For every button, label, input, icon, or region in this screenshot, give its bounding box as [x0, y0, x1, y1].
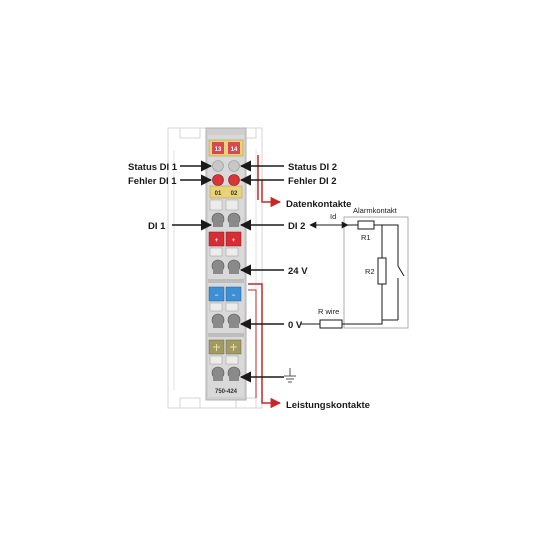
ground-icon: [284, 368, 296, 383]
di-terminals: [209, 199, 241, 227]
status-led-2: [228, 160, 240, 172]
label-r2: R2: [365, 267, 375, 276]
label-r1: R1: [361, 233, 371, 242]
label-fehler-di2: Fehler DI 2: [288, 176, 337, 187]
power-contacts-line: [248, 283, 282, 409]
error-led-1: [212, 174, 224, 186]
status-led-1: [212, 160, 224, 172]
minus-terminal-block: − −: [208, 286, 242, 328]
plus-sign-1: +: [215, 238, 219, 244]
label-datenkontakte: Datenkontakte: [286, 199, 351, 210]
resistor-r2: [377, 257, 387, 285]
channel-number-02: 02: [231, 191, 238, 197]
data-contacts-line: [257, 155, 282, 208]
terminal-number-label: 13 14: [208, 139, 244, 157]
terminal-number-14: 14: [231, 147, 238, 153]
label-status-di2: Status DI 2: [288, 162, 337, 173]
label-alarmkontakt: Alarmkontakt: [353, 206, 398, 215]
label-0v: 0 V: [288, 320, 303, 331]
minus-sign-1: −: [215, 293, 219, 299]
module-model-number: 750-424: [215, 389, 238, 395]
label-id: Id: [330, 212, 336, 221]
resistor-r-wire: [319, 319, 343, 329]
label-fehler-di1: Fehler DI 1: [128, 176, 177, 187]
channel-label: 01 02: [209, 185, 243, 199]
error-led-2: [228, 174, 240, 186]
label-r-wire: R wire: [318, 307, 339, 316]
label-di1: DI 1: [148, 221, 166, 232]
channel-number-01: 01: [215, 191, 222, 197]
alarm-switch: [397, 258, 405, 320]
ground-terminal-block: [208, 339, 242, 381]
label-di2: DI 2: [288, 221, 305, 232]
alarm-circuit: Id R1 Alarmkontakt R2 R wire: [300, 206, 409, 329]
label-status-di1: Status DI 1: [128, 162, 178, 173]
plus-terminal-block: + +: [208, 231, 242, 274]
label-leistungskontakte: Leistungskontakte: [286, 400, 370, 411]
terminal-number-13: 13: [215, 147, 222, 153]
minus-sign-2: −: [232, 293, 236, 299]
resistor-r1: [357, 220, 375, 230]
plus-sign-2: +: [232, 238, 236, 244]
label-24v: 24 V: [288, 266, 308, 277]
